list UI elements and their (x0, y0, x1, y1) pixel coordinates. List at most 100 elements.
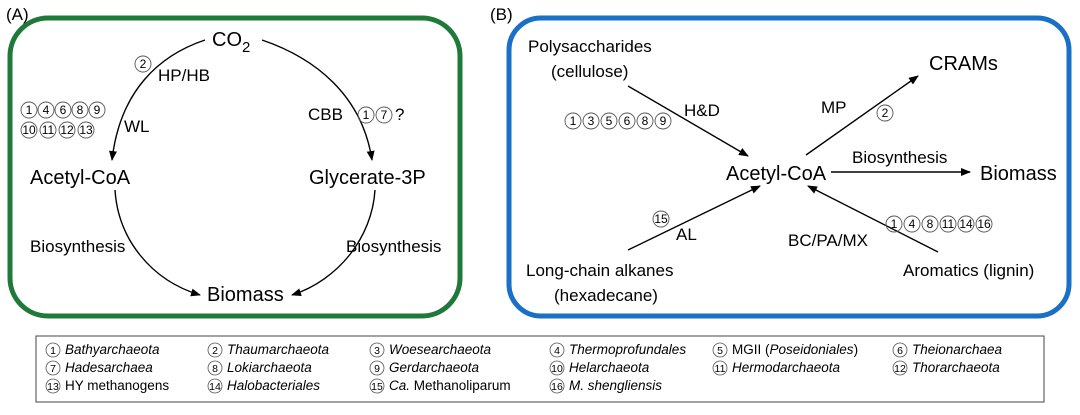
biomass-node-b: Biomass (980, 163, 1057, 185)
arrow-aromatics-to-acetyl (807, 185, 939, 253)
legend-item: Gerdarchaeota (389, 360, 480, 375)
aromatics-circle (975, 215, 993, 233)
alkanes-node: Long-chain alkanes (526, 261, 673, 280)
legend-circle (45, 360, 61, 376)
legend-circle (892, 360, 908, 376)
aromatics-node: Aromatics (lignin) (903, 261, 1034, 280)
legend-circle (549, 342, 565, 358)
legend-number: 5 (717, 345, 723, 357)
wl-number: 1 (26, 103, 33, 117)
aromatics-circle (957, 215, 975, 233)
wl-number: 4 (43, 103, 50, 117)
legend-number: 2 (212, 345, 218, 357)
biosynthesis-right-label: Biosynthesis (346, 237, 441, 256)
hd-number: 1 (570, 114, 577, 128)
legend-item: Theionarchaea (912, 342, 1003, 357)
biomass-node-a: Biomass (207, 284, 284, 306)
legend-number: 8 (212, 363, 218, 375)
panel-a-label: (A) (6, 5, 29, 24)
legend-item: Woesearchaeota (389, 342, 492, 357)
aromatics-number: 4 (909, 217, 916, 231)
hd-label: H&D (684, 101, 720, 120)
hd-number: 5 (606, 114, 613, 128)
legend-circle (45, 342, 61, 358)
panel-a-border (7, 15, 463, 319)
aromatics-number: 14 (959, 217, 973, 231)
svg-text:2: 2 (882, 106, 889, 120)
hphb-label: HP/HB (158, 66, 210, 85)
mp-label: MP (821, 98, 847, 117)
cellulose-label: (cellulose) (551, 62, 628, 81)
legend-circle (712, 360, 728, 376)
legend-item: Helarchaeota (569, 360, 650, 375)
acetyl-coa-node-b: Acetyl-CoA (726, 163, 827, 185)
hphb-organisms: 2 (134, 55, 152, 73)
legend-circle (207, 342, 223, 358)
crams-node: CRAMs (929, 53, 998, 75)
mp-organisms: 2 (876, 104, 894, 122)
aromatics-number: 1 (891, 217, 898, 231)
svg-text:1: 1 (363, 108, 370, 122)
legend-number: 4 (554, 345, 560, 357)
biosynthesis-b-label: Biosynthesis (852, 148, 947, 167)
wl-circle (77, 121, 95, 139)
wl-circle (20, 101, 38, 119)
al-label: AL (676, 225, 697, 244)
arrow-acetyl-to-biomass (114, 189, 201, 297)
legend-item: M. shengliensis (569, 378, 662, 393)
legend-box (35, 335, 1045, 403)
hd-circle (564, 112, 582, 130)
legend-number: 3 (374, 345, 380, 357)
wl-circle (20, 121, 38, 139)
svg-text:7: 7 (381, 108, 388, 122)
legend-item: Thaumarchaeota (227, 342, 330, 357)
hd-number: 6 (624, 114, 631, 128)
aromatics-number: 8 (927, 217, 934, 231)
wl-circle (54, 101, 72, 119)
svg-text:15: 15 (654, 212, 668, 226)
legend-number: 11 (715, 363, 726, 375)
aromatics-number: 11 (942, 217, 955, 231)
wl-number: 9 (94, 103, 101, 117)
hexadecane-label: (hexadecane) (554, 286, 658, 305)
acetyl-coa-node-a: Acetyl-CoA (30, 167, 131, 189)
legend-number: 7 (50, 363, 56, 375)
legend-item: Thermoprofundales (569, 342, 686, 357)
wl-number: 6 (60, 103, 67, 117)
legend-item: Ca. Methanoliparum (389, 378, 511, 393)
wl-circle (58, 121, 76, 139)
legend-item: Hermodarchaeota (732, 360, 841, 375)
hd-number: 8 (642, 114, 649, 128)
aromatics-number: 16 (977, 217, 991, 231)
legend-number: 6 (897, 345, 903, 357)
wl-number: 13 (79, 123, 93, 137)
hd-circle (582, 112, 600, 130)
arrow-co2-to-acetyl (109, 39, 206, 161)
wl-number: 10 (22, 123, 36, 137)
arrow-co2-to-glycerate (261, 39, 375, 161)
aromatics-circle (885, 215, 903, 233)
legend-circle (369, 360, 385, 376)
wl-circle (71, 101, 89, 119)
legend-circle (45, 378, 61, 394)
legend-item: Lokiarchaeota (227, 360, 312, 375)
hd-circle (636, 112, 654, 130)
legend-item: Halobacteriales (227, 378, 320, 393)
legend-number: 1 (50, 345, 56, 357)
biosynthesis-left-label: Biosynthesis (30, 237, 125, 256)
legend-circle (549, 378, 565, 394)
hd-number: 9 (660, 114, 667, 128)
legend-circle (207, 360, 223, 376)
wl-circle (37, 101, 55, 119)
legend-item: Hadesarchaea (65, 360, 153, 375)
wl-label: WL (124, 117, 150, 136)
wl-number: 8 (77, 103, 84, 117)
wl-circle (88, 101, 106, 119)
cbb-label: CBB (308, 105, 343, 124)
legend-number: 13 (47, 381, 59, 393)
legend-number: 12 (894, 363, 906, 375)
